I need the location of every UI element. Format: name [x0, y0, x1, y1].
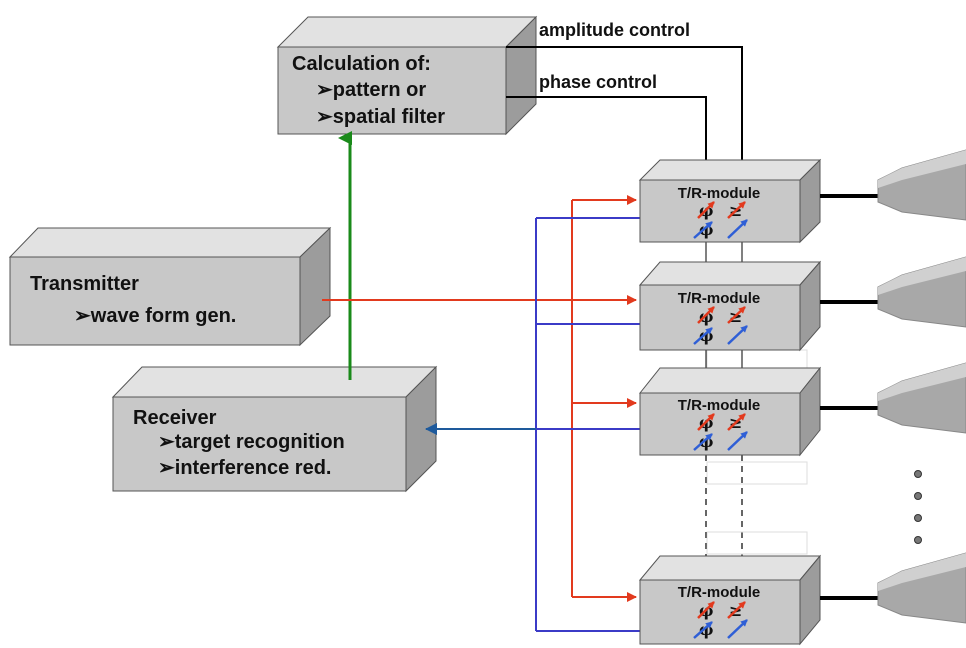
tr-module-label: T/R-module: [678, 584, 761, 601]
tr-module-4: T/R-module φ φ ≥: [638, 554, 822, 646]
amplitude-control-label: amplitude control: [539, 20, 690, 40]
transmitter-box: Transmitter ➢wave form gen.: [8, 226, 332, 347]
calculation-box: Calculation of: ➢pattern or ➢spatial fil…: [276, 15, 538, 136]
tr-module-3: T/R-module φ φ ≥: [638, 366, 822, 457]
receiver-box: Receiver ➢target recognition ➢interferen…: [111, 365, 438, 493]
ellipsis-dots: [914, 470, 922, 544]
receiver-title: Receiver: [133, 407, 217, 429]
tr-module-2: T/R-module φ φ ≥: [638, 260, 822, 352]
phase-control-label: phase control: [539, 72, 657, 92]
tr-module-1: T/R-module φ φ ≥: [638, 158, 822, 244]
transmitter-title: Transmitter: [30, 273, 139, 295]
calculation-item-pattern: ➢pattern or: [316, 79, 426, 101]
tr-module-label: T/R-module: [678, 290, 761, 307]
antenna-feeds: [820, 194, 880, 600]
receive-lines: [425, 217, 640, 632]
horn-antenna-2: [877, 256, 966, 328]
tr-module-label: T/R-module: [678, 185, 761, 202]
receiver-item-target: ➢target recognition: [158, 431, 345, 453]
horn-antenna-4: [877, 552, 966, 624]
horn-antenna-3: [877, 362, 966, 434]
horn-antenna-1: [877, 149, 966, 221]
transmit-lines: [322, 195, 637, 602]
transmitter-item-waveform: ➢wave form gen.: [74, 305, 236, 327]
calculation-title: Calculation of:: [292, 53, 431, 75]
receiver-item-interference: ➢interference red.: [158, 457, 332, 479]
calculation-item-spatial-filter: ➢spatial filter: [316, 106, 445, 128]
tr-module-label: T/R-module: [678, 397, 761, 414]
